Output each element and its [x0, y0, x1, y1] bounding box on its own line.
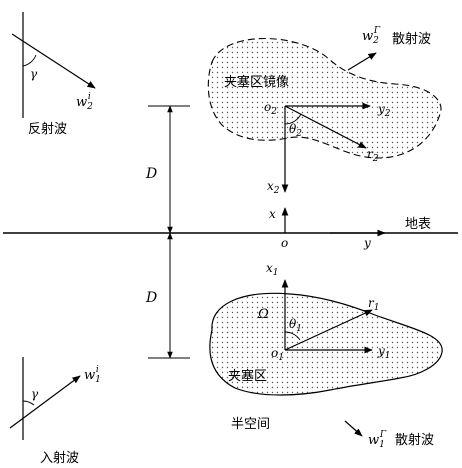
- reflected-wave-label: 反射波: [28, 121, 67, 137]
- scattered-bottom-arrow: [344, 420, 363, 437]
- scattered-bottom-symbol: w1Γ: [368, 430, 387, 450]
- surface-x-label: x: [269, 207, 276, 221]
- reflected-gamma-arc: [22, 54, 37, 67]
- incident-wave-label: 入射波: [40, 450, 79, 466]
- top-x-label: x2: [267, 179, 280, 196]
- top-theta-label: θ2: [289, 122, 302, 139]
- top-r-label: r2: [367, 147, 379, 164]
- bottom-y-label: y1: [377, 344, 391, 361]
- surface-origin-label: o: [281, 236, 288, 250]
- top-theta-arc: [284, 113, 302, 125]
- reflected-wave-symbol: w2i: [76, 92, 93, 112]
- bottom-origin-label: o1: [271, 346, 284, 363]
- bottom-theta-arc: [284, 331, 301, 341]
- ground-surface-label: 地表: [405, 217, 431, 232]
- bottom-r-vector: [284, 309, 373, 351]
- reflected-wave-arrow: [11, 33, 96, 89]
- scattered-top-arrow: [347, 52, 377, 71]
- incident-gamma-arc: [22, 400, 35, 406]
- scattered-top-symbol: w2Γ: [362, 26, 381, 46]
- mirror-inclusion-label: 夹塞区镜像: [224, 74, 289, 90]
- incident-gamma-label: γ: [31, 387, 39, 401]
- mirror-inclusion-region: [207, 38, 442, 159]
- bottom-x-label: x1: [266, 261, 279, 278]
- top-y-label: y2: [377, 102, 391, 119]
- surface-y-label: y: [363, 236, 371, 250]
- top-r-vector: [284, 105, 367, 149]
- inclusion-region: [209, 292, 443, 396]
- omega-label: Ω: [257, 307, 269, 322]
- bottom-r-label: r1: [368, 296, 379, 313]
- depth-bottom-label: D: [145, 290, 157, 306]
- incident-wave-arrow: [9, 375, 81, 429]
- incident-wave-symbol: w1i: [84, 365, 101, 385]
- reflected-gamma-label: γ: [30, 67, 38, 81]
- inclusion-label: 夹塞区: [228, 368, 267, 384]
- top-origin-label: o2: [264, 100, 277, 117]
- half-space-label: 半空间: [231, 417, 270, 432]
- bottom-theta-label: θ1: [289, 317, 302, 334]
- depth-top-label: D: [145, 166, 157, 182]
- scattered-bottom-label: 散射波: [395, 432, 434, 448]
- scattered-top-label: 散射波: [392, 31, 431, 47]
